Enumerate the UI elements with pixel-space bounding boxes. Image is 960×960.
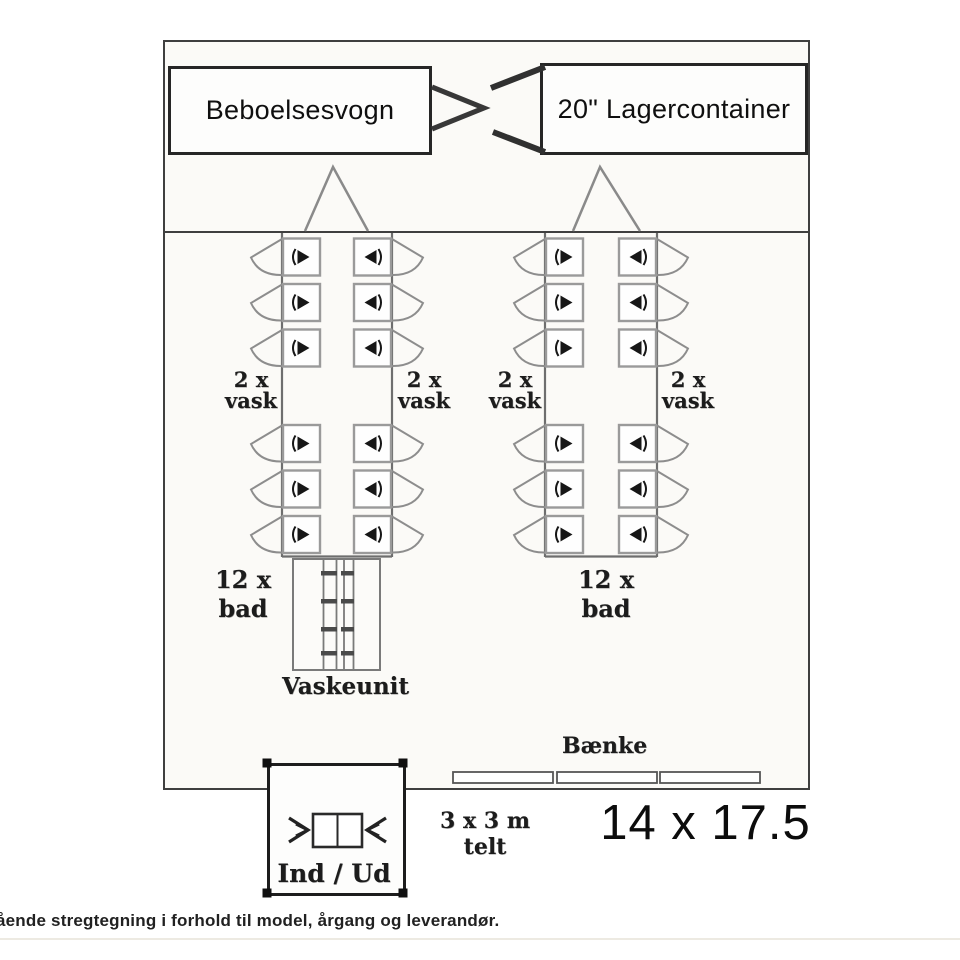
sink-count-label: 2 x vask	[395, 369, 453, 411]
bath-count-label-left: 12 x bad	[214, 565, 272, 623]
sink-count-label: 2 x vask	[659, 369, 717, 411]
sink-count-label: 2 x vask	[222, 369, 280, 411]
sink-count-line1: 2 x	[406, 367, 442, 392]
entrance-exit-label: Ind / Ud	[277, 859, 391, 888]
sink-count-line2: vask	[224, 388, 278, 413]
sink-count-line1: 2 x	[670, 367, 706, 392]
sink-count-line1: 2 x	[233, 367, 269, 392]
benches-label: Bænke	[562, 733, 648, 759]
beboelsesvogn-label: Beboelsesvogn	[205, 95, 395, 125]
footer-caption: ående stregtegning i forhold til model, …	[0, 911, 500, 930]
footer-divider	[0, 938, 960, 940]
site-boundary	[163, 40, 810, 790]
sink-count-line2: vask	[488, 388, 542, 413]
lagercontainer-label: 20" Lagercontainer	[557, 93, 791, 124]
sink-count-line2: vask	[397, 388, 451, 413]
sink-count-line2: vask	[661, 388, 715, 413]
bath-count-label-right: 12 x bad	[577, 565, 635, 623]
tent-size-label: 3 x 3 m telt	[440, 808, 530, 860]
lagercontainer-box: 20" Lagercontainer	[540, 63, 808, 155]
sink-count-label: 2 x vask	[486, 369, 544, 411]
wash-unit-label: Vaskeunit	[282, 673, 409, 700]
sink-count-line1: 2 x	[497, 367, 533, 392]
entrance-area-divider	[163, 231, 810, 233]
site-dimensions-label: 14 x 17.5	[600, 796, 811, 850]
beboelsesvogn-box: Beboelsesvogn	[168, 66, 432, 155]
